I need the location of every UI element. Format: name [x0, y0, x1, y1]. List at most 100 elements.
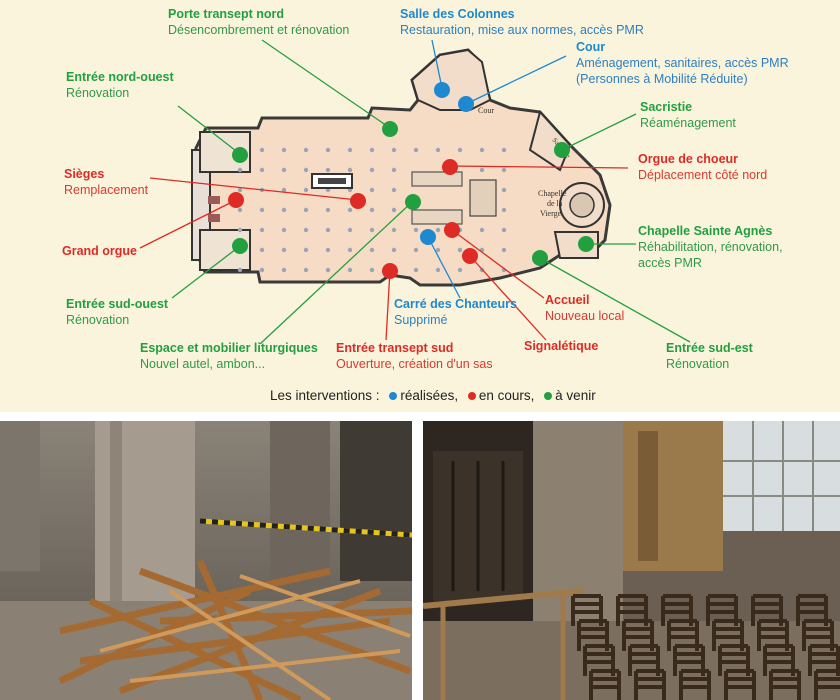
choir-stalls-south	[411, 209, 463, 225]
label-desc: Nouvel autel, ambon...	[140, 357, 266, 371]
pier-mark	[369, 147, 375, 153]
pier-mark	[501, 187, 507, 193]
pier-mark	[281, 207, 287, 213]
label-title: Accueil	[545, 293, 590, 307]
chair	[769, 669, 801, 700]
label-desc: Restauration, mise aux normes, accès PMR	[400, 23, 644, 37]
pier-mark	[369, 167, 375, 173]
chair	[814, 669, 840, 700]
chair	[706, 594, 738, 626]
label-grand-orgue: Grand orgue	[62, 243, 137, 259]
label-title: Sièges	[64, 167, 105, 181]
pier-mark	[347, 207, 353, 213]
pier-mark	[369, 207, 375, 213]
pier-mark	[435, 147, 441, 153]
pier-mark	[281, 247, 287, 253]
pier-mark	[501, 247, 507, 253]
leader-cour	[465, 55, 567, 105]
pier-mark	[325, 227, 331, 233]
label-desc: Ouverture, création d'un sas	[336, 357, 493, 371]
pier-mark	[391, 167, 397, 173]
plan-text-cour: Cour	[478, 106, 494, 115]
label-title: Espace et mobilier liturgiques	[140, 341, 318, 355]
photo-chapel-chairs	[423, 421, 840, 700]
pier-mark	[435, 267, 441, 273]
pier-mark	[281, 147, 287, 153]
label-accueil: Accueil Nouveau local	[545, 292, 624, 324]
label-title: Entrée nord-ouest	[66, 70, 174, 84]
choir-stalls-north	[411, 171, 463, 187]
label-title: Porte transept nord	[168, 7, 284, 21]
label-sacristie: Sacristie Réaménagement	[640, 99, 736, 131]
legend: Les interventions : réalisées, en cours,…	[270, 388, 596, 403]
marker-entree-nord-ouest	[232, 147, 248, 163]
marker-chapelle-sainte-agnes	[578, 236, 594, 252]
label-desc: Nouveau local	[545, 309, 625, 323]
pier-mark	[347, 167, 353, 173]
label-title: Orgue de choeur	[638, 152, 739, 166]
label-cour: Cour Aménagement, sanitaires, accès PMR …	[576, 39, 789, 87]
pier-mark	[413, 227, 419, 233]
label-title: Chapelle Sainte Agnès	[638, 224, 773, 238]
pier-mark	[369, 187, 375, 193]
pier-mark	[391, 207, 397, 213]
marker-accueil	[444, 222, 460, 238]
pier-mark	[435, 227, 441, 233]
leader-orgue-choeur	[449, 165, 629, 169]
label-chapelle-sainte-agnes: Chapelle Sainte Agnès Réhabilitation, ré…	[638, 223, 783, 271]
pier-mark	[259, 147, 265, 153]
chair	[583, 644, 615, 676]
pier-mark	[303, 267, 309, 273]
pier-mark	[457, 247, 463, 253]
label-entree-sud-ouest: Entrée sud-ouest Rénovation	[66, 296, 168, 328]
leader-entree-transept-sud	[385, 269, 391, 341]
label-signaletique: Signalétique	[524, 338, 598, 354]
leader-porte-transept-nord	[261, 39, 391, 129]
chair	[757, 619, 789, 651]
marker-sieges	[350, 193, 366, 209]
marker-salle-colonnes	[434, 82, 450, 98]
pier-mark	[259, 167, 265, 173]
plan-text-chapelle-3: Vierge	[540, 209, 562, 218]
label-title: Signalétique	[524, 339, 599, 353]
leader-entree-sud-est	[539, 257, 691, 343]
north-annex	[410, 48, 492, 111]
marker-orgue-choeur	[442, 159, 458, 175]
pier-mark	[479, 147, 485, 153]
label-espace-liturgique: Espace et mobilier liturgiques Nouvel au…	[140, 340, 318, 372]
chair	[796, 594, 828, 626]
pier-mark	[303, 187, 309, 193]
photo-dismantled-stalls	[0, 421, 412, 700]
pier-mark	[391, 187, 397, 193]
pier-mark	[347, 247, 353, 253]
chair	[673, 644, 705, 676]
pier-mark	[281, 187, 287, 193]
label-desc: Déplacement côté nord	[638, 168, 768, 182]
pier-mark	[391, 147, 397, 153]
marker-entree-sud-ouest	[232, 238, 248, 254]
chair	[628, 644, 660, 676]
chair	[718, 644, 750, 676]
pier-mark	[457, 147, 463, 153]
pier-mark	[303, 147, 309, 153]
label-desc: Rénovation	[66, 313, 130, 327]
leader-signaletique	[469, 255, 547, 341]
label-salle-des-colonnes: Salle des Colonnes Restauration, mise au…	[400, 6, 644, 38]
label-entree-nord-ouest: Entrée nord-ouest Rénovation	[66, 69, 174, 101]
chair	[589, 669, 621, 700]
label-desc-2: accès PMR	[638, 256, 702, 270]
label-title: Entrée sud-est	[666, 341, 753, 355]
chair	[571, 594, 603, 626]
pier-mark	[259, 207, 265, 213]
marker-sacristie	[554, 142, 570, 158]
pier-mark	[237, 227, 243, 233]
label-carre-des-chanteurs: Carré des Chanteurs Supprimé	[394, 296, 517, 328]
church-outline	[194, 48, 612, 287]
legend-done: réalisées,	[400, 388, 459, 403]
leader-carre-chanteurs	[427, 236, 461, 299]
leader-salle-colonnes	[431, 39, 443, 89]
pier-mark	[325, 267, 331, 273]
label-entree-transept-sud: Entrée transept sud Ouverture, création …	[336, 340, 493, 372]
chair	[667, 619, 699, 651]
pier-mark	[281, 167, 287, 173]
